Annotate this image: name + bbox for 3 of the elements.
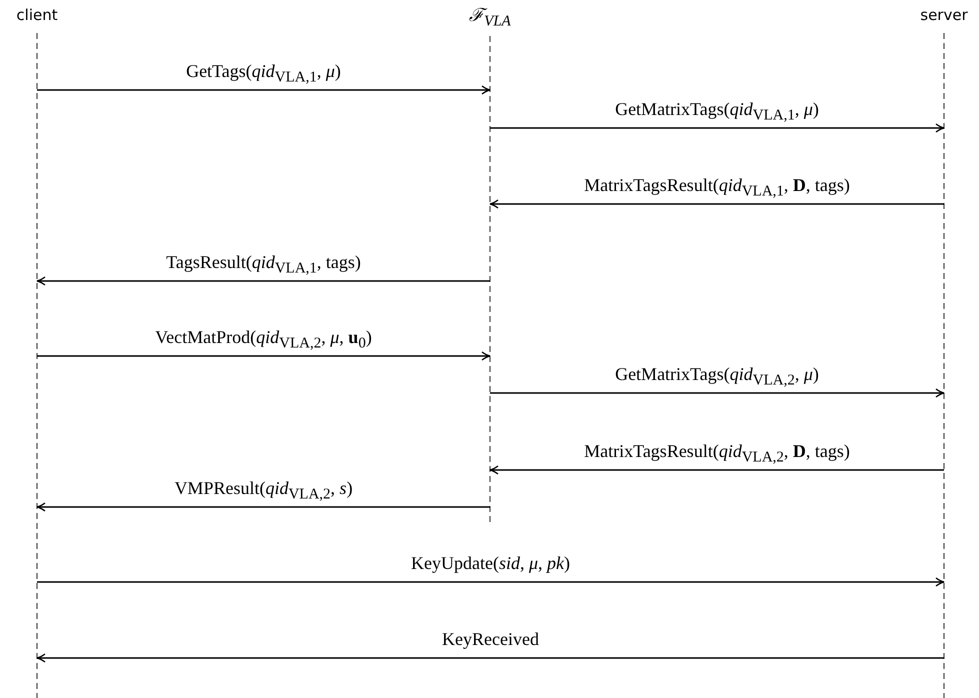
- participant-label: client: [16, 6, 58, 24]
- participant-label: server: [920, 6, 968, 24]
- participant-label: ℱ$_{VLA}$: [469, 4, 511, 31]
